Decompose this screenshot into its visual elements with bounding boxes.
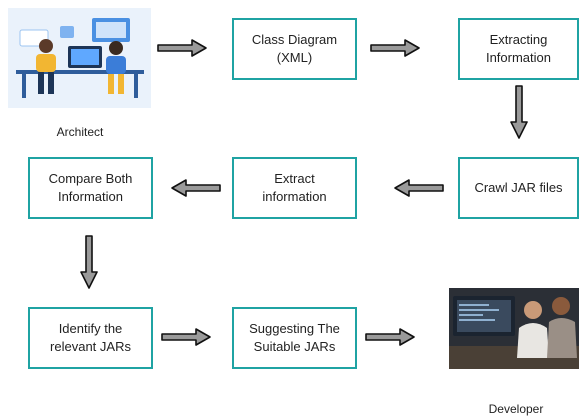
suggesting-suitable-jars-node: Suggesting The Suitable JARs [232, 307, 357, 369]
arrow-suggesting-to-developer [365, 328, 415, 346]
developer-icon [449, 288, 579, 369]
extract-information-node: Extract information [232, 157, 357, 219]
arrow-compare-to-identify [80, 235, 98, 289]
compare-both-information-node: Compare Both Information [28, 157, 153, 219]
architect-label: Architect [56, 125, 104, 139]
developer-illustration [449, 288, 579, 369]
arrow-extract-to-compare [171, 179, 221, 197]
arrow-extracting-to-crawl [510, 85, 528, 139]
arrow-identify-to-suggesting [161, 328, 211, 346]
developer-label: Developer [488, 402, 544, 416]
architect-icon [8, 8, 151, 108]
architect-illustration [8, 8, 151, 108]
crawl-jar-files-node: Crawl JAR files [458, 157, 579, 219]
arrow-class-diagram-to-extracting [370, 39, 420, 57]
extracting-information-node: Extracting Information [458, 18, 579, 80]
arrow-architect-to-class-diagram [157, 39, 207, 57]
class-diagram-node: Class Diagram (XML) [232, 18, 357, 80]
identify-relevant-jars-node: Identify the relevant JARs [28, 307, 153, 369]
arrow-crawl-to-extract [394, 179, 444, 197]
